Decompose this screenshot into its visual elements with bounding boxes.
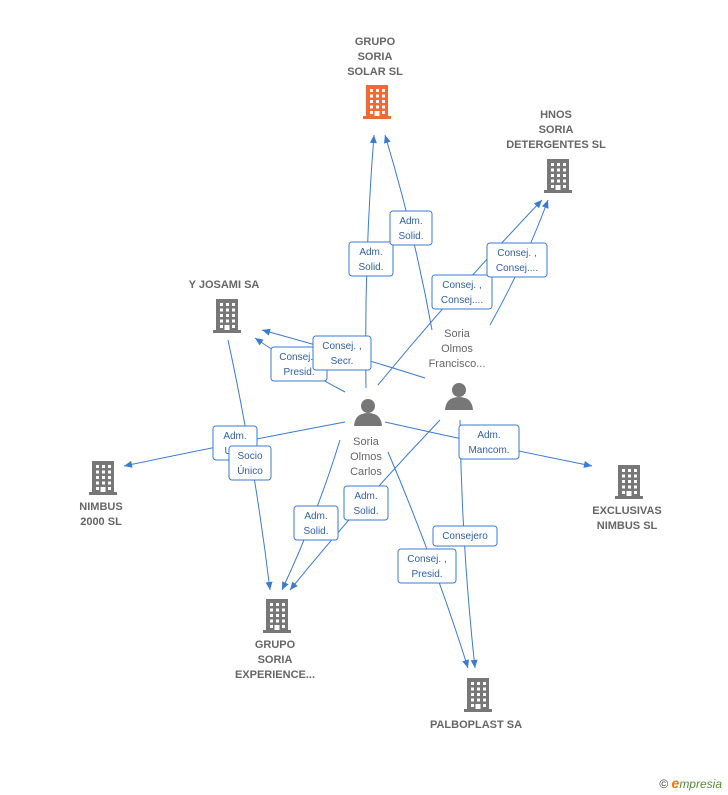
role-label: Adm.	[399, 216, 422, 227]
arrow-head	[470, 659, 478, 668]
role-label: Consej....	[441, 295, 483, 306]
node-label-line: NIMBUS SL	[597, 520, 658, 532]
role-label: Solid.	[353, 506, 378, 517]
role-label: Consejero	[442, 531, 488, 542]
role-label: Solid.	[358, 262, 383, 273]
role-label: Consej....	[496, 263, 538, 274]
arrow-head	[583, 460, 592, 468]
role-label: Adm.	[354, 491, 377, 502]
role-label: Consej. ,	[497, 248, 536, 259]
edges-layer	[123, 134, 593, 669]
node-label-line: SORIA	[258, 654, 293, 666]
role-badge[interactable]: Consej. , Presid.	[397, 548, 457, 584]
node-hnos-soria[interactable]: HNOS SORIA DETERGENTES SL	[506, 109, 606, 193]
node-label-line: GRUPO	[355, 36, 396, 48]
node-label-line: Olmos	[350, 451, 382, 463]
arrow-head	[533, 200, 542, 209]
role-label: Consej. ,	[407, 554, 446, 565]
node-label-line: Soria	[444, 328, 471, 340]
building-icon	[213, 299, 241, 333]
node-grupo-soria-exp[interactable]: GRUPO SORIA EXPERIENCE...	[235, 599, 315, 681]
role-label: Solid.	[398, 231, 423, 242]
arrow-head	[383, 135, 391, 144]
node-label-line: GRUPO	[255, 639, 296, 651]
node-label-line: Francisco...	[429, 358, 486, 370]
node-palboplast[interactable]: PALBOPLAST SA	[430, 678, 522, 731]
node-label-line: SORIA	[358, 51, 393, 63]
role-label: Solid.	[303, 526, 328, 537]
node-label-line: SOLAR SL	[347, 66, 403, 78]
node-label-line: Olmos	[441, 343, 473, 355]
arrow-head	[541, 200, 549, 209]
node-label-line: DETERGENTES SL	[506, 139, 606, 151]
role-badge[interactable]: Consejero	[432, 525, 498, 547]
building-icon	[544, 159, 572, 193]
node-exclusivas-nimbus[interactable]: EXCLUSIVAS NIMBUS SL	[592, 465, 662, 532]
role-label: Adm.	[304, 511, 327, 522]
arrow-head	[290, 581, 298, 590]
node-label-line: EXCLUSIVAS	[592, 505, 661, 517]
role-label: Consej. ,	[442, 280, 481, 291]
role-label: Consej. ,	[279, 352, 318, 363]
role-label: Secr.	[331, 356, 354, 367]
building-icon	[263, 599, 291, 633]
roles-layer: Adm.Solid.Adm.Solid.Consej. ,Consej....C…	[212, 210, 548, 584]
role-label: Presid.	[283, 367, 314, 378]
role-label: Socio	[237, 451, 262, 462]
node-label-line: Carlos	[350, 466, 382, 478]
role-badge[interactable]: Adm. Solid.	[343, 485, 389, 521]
node-label-line: SORIA	[539, 124, 574, 136]
arrow-head	[282, 581, 289, 590]
role-label: Adm.	[477, 430, 500, 441]
role-badge[interactable]: Consej. , Consej....	[431, 274, 493, 310]
copyright-notice: © empresia	[659, 775, 722, 791]
node-y-josami[interactable]: Y JOSAMI SA	[189, 279, 260, 333]
arrow-head	[369, 135, 377, 144]
role-badge[interactable]: Adm. Mancom.	[458, 424, 520, 460]
node-soria-francisco[interactable]: SoriaOlmosFrancisco...	[429, 328, 486, 410]
role-label: Consej. ,	[322, 341, 361, 352]
building-icon	[363, 85, 391, 119]
arrow-head	[262, 328, 271, 336]
arrow-head	[124, 460, 133, 468]
node-label-line: PALBOPLAST SA	[430, 719, 522, 731]
role-badge[interactable]: Consej. , Secr.	[312, 335, 372, 371]
person-icon	[445, 383, 473, 410]
building-icon	[89, 461, 117, 495]
building-icon	[464, 678, 492, 712]
building-icon	[615, 465, 643, 499]
role-label: Adm.	[359, 247, 382, 258]
role-badge[interactable]: Adm. Solid.	[348, 241, 394, 277]
node-label-line: 2000 SL	[80, 516, 122, 528]
role-badge[interactable]: Adm. Solid.	[293, 505, 339, 541]
node-label-line: HNOS	[540, 109, 572, 121]
brand-logo[interactable]: empresia	[671, 775, 722, 791]
role-label: Mancom.	[468, 445, 509, 456]
node-label-line: EXPERIENCE...	[235, 669, 315, 681]
node-nimbus-2000[interactable]: NIMBUS 2000 SL	[79, 461, 123, 528]
arrow-head	[255, 338, 264, 346]
role-label: Único	[237, 464, 263, 477]
arrow-head	[265, 581, 273, 590]
arrow-head	[462, 659, 469, 668]
copyright-symbol: ©	[659, 777, 669, 791]
role-badge[interactable]: Consej. , Consej....	[486, 242, 548, 278]
node-label-line: Y JOSAMI SA	[189, 279, 260, 291]
node-label-line: NIMBUS	[79, 501, 122, 513]
nodes-layer: GRUPO SORIA SOLAR SL HNOS SORIA DETERGENTES S…	[79, 36, 661, 731]
role-label: Presid.	[411, 569, 442, 580]
role-badge[interactable]: Adm. Solid.	[389, 210, 433, 246]
node-label-line: Soria	[353, 436, 380, 448]
person-icon	[354, 399, 382, 426]
node-grupo-soria-solar[interactable]: GRUPO SORIA SOLAR SL	[347, 36, 403, 119]
role-label: Adm.	[223, 431, 246, 442]
